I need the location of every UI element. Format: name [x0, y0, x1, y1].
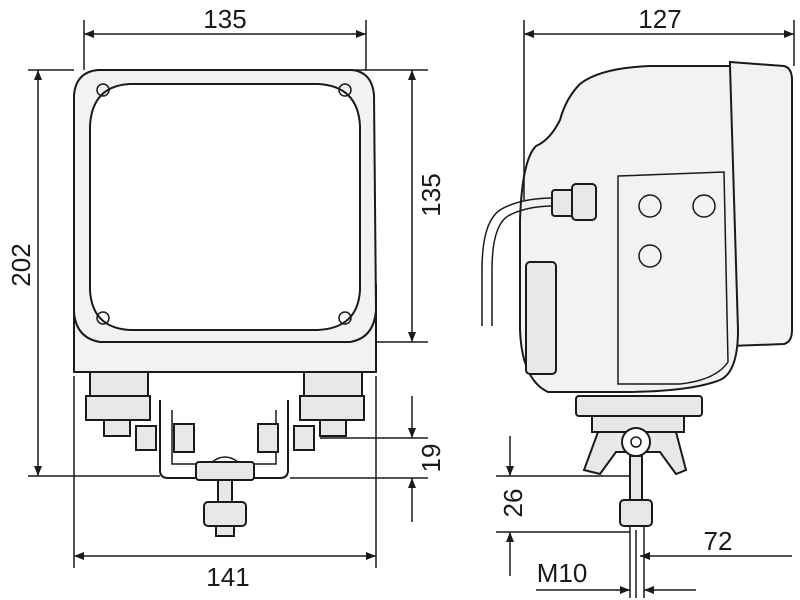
dim-front-total-height: 202 [6, 243, 36, 286]
side-screw-icon [638, 244, 662, 268]
dim-side-mount-height: 26 [498, 489, 528, 518]
side-stud-nut [619, 499, 653, 527]
front-bolt-tip [215, 525, 235, 537]
dim-front-lens-height: 135 [416, 173, 446, 216]
side-base-top [575, 395, 703, 417]
front-pad-right [299, 395, 365, 421]
front-foot-right [303, 371, 363, 397]
dim-thread: M10 [537, 558, 588, 588]
side-pivot-bolt-core [630, 436, 642, 448]
side-mount [582, 431, 688, 476]
side-plug [525, 261, 557, 375]
front-block-right [319, 419, 347, 437]
nut-icon [257, 423, 279, 453]
front-view [73, 69, 378, 537]
front-lens [89, 83, 361, 331]
nut-icon [293, 425, 315, 451]
screw-icon [96, 311, 110, 325]
side-plate [617, 171, 729, 385]
dim-front-width-top: 135 [203, 4, 246, 34]
side-screw-icon [692, 194, 716, 218]
nut-icon [135, 425, 157, 451]
dim-front-bracket-height: 19 [416, 444, 446, 473]
side-pivot-bolt [621, 427, 651, 457]
front-pivot-cap [211, 456, 239, 463]
side-connector-head [571, 183, 597, 221]
side-connector [551, 189, 575, 217]
side-screw-icon [638, 194, 662, 218]
side-cable-outer [491, 205, 555, 326]
dim-front-width-bottom: 141 [206, 562, 249, 592]
screw-icon [338, 83, 352, 97]
front-pivot [195, 461, 255, 481]
screw-icon [338, 311, 352, 325]
dim-side-depth: 127 [638, 4, 681, 34]
front-dimensions: 135 202 135 19 141 [6, 4, 446, 592]
screw-icon [96, 83, 110, 97]
side-view [481, 60, 793, 527]
front-block-left [103, 419, 131, 437]
front-foot-left [89, 371, 149, 397]
front-pad-left [85, 395, 151, 421]
nut-icon [173, 423, 195, 453]
front-bolt-nut [203, 501, 247, 527]
front-bolt-shank [217, 479, 233, 503]
side-dimensions: 127 26 72 M10 [496, 4, 795, 598]
side-stud [629, 455, 643, 501]
side-lens [729, 60, 793, 348]
side-body [519, 65, 740, 393]
side-cable [481, 197, 555, 326]
dim-side-offset: 72 [704, 526, 733, 556]
